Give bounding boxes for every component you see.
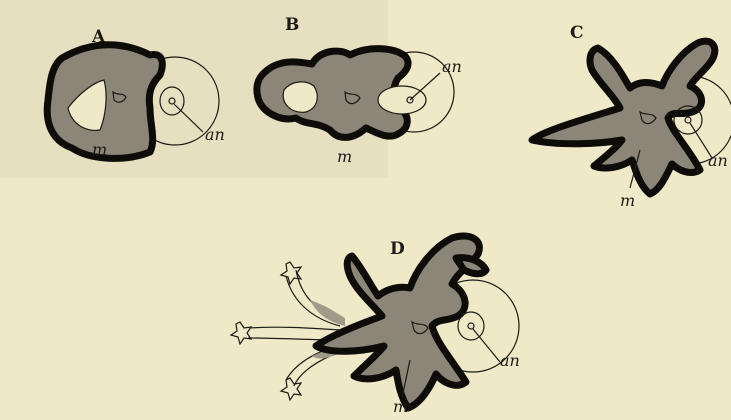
panel-d: D an m — [231, 236, 520, 416]
panel-c-an-label: an — [708, 151, 728, 170]
panel-c-m-label: m — [620, 191, 635, 210]
panel-d-anus — [468, 323, 474, 329]
panel-d-anus-ring — [458, 312, 484, 340]
panel-b-label: B — [285, 15, 299, 35]
panel-b-m-label: m — [337, 147, 352, 166]
panel-d-label: D — [390, 239, 405, 259]
panel-c-anus — [685, 117, 691, 123]
panel-d-tentacle-tip-3 — [281, 378, 301, 400]
panel-c-label: C — [570, 23, 584, 43]
panel-a-an-label: an — [205, 125, 225, 144]
panel-d-tentacles — [231, 262, 345, 400]
panel-c: C an m — [532, 23, 731, 210]
panel-d-tentacle-tip-2 — [231, 322, 251, 344]
panel-d-an-label: an — [500, 351, 520, 370]
panel-d-tentacle-tip-1 — [281, 262, 301, 284]
panel-b-an-label: an — [442, 57, 462, 76]
panel-a-m-label: m — [92, 140, 107, 159]
panel-d-m-label: m — [393, 397, 408, 416]
